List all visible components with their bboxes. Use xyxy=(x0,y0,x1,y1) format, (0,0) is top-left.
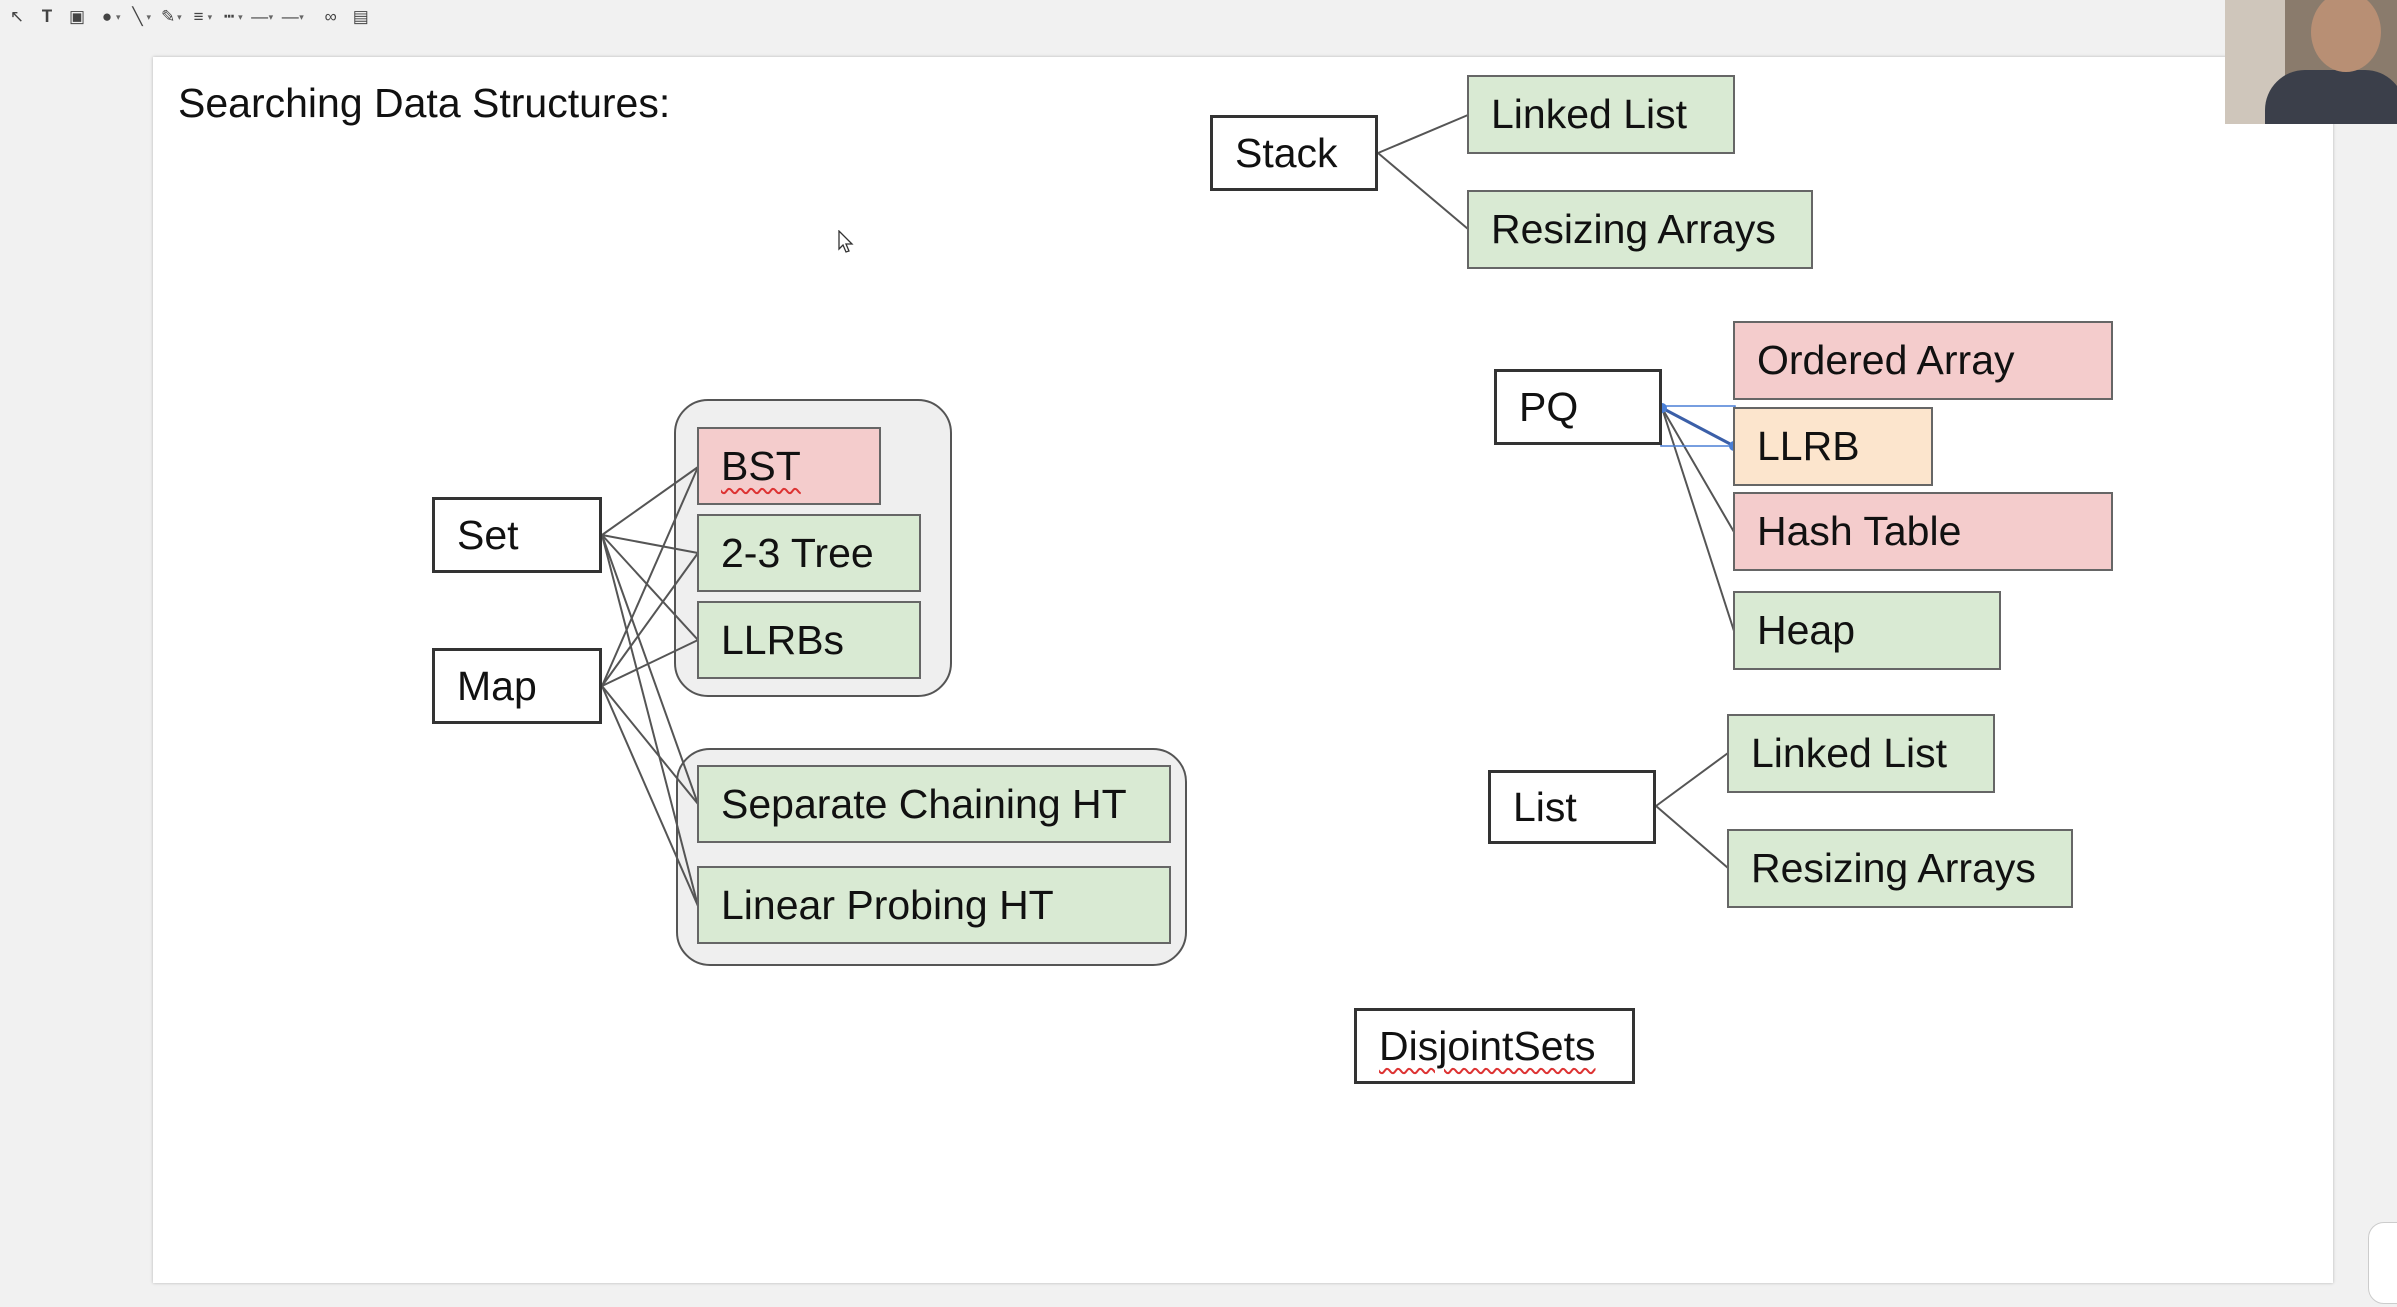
bst-box[interactable]: BST xyxy=(697,427,881,505)
stack-label: Stack xyxy=(1235,129,1338,176)
mouse-cursor-icon xyxy=(838,230,854,253)
side-panel-tab[interactable] xyxy=(2368,1222,2397,1304)
connector-line xyxy=(601,685,699,805)
connector-line xyxy=(601,639,699,687)
disjoint-sets-box[interactable]: DisjointSets xyxy=(1354,1008,1635,1084)
connector-line xyxy=(601,534,699,554)
slide-title[interactable]: Searching Data Structures: xyxy=(178,80,671,126)
pq-label: PQ xyxy=(1519,383,1579,430)
heap-label: Heap xyxy=(1757,607,1856,653)
image-icon[interactable]: ▣ xyxy=(68,7,86,26)
stack-linked-list-label: Linked List xyxy=(1491,91,1688,137)
connector-line xyxy=(601,685,699,907)
connector-line xyxy=(601,534,699,641)
list-linked-list-box[interactable]: Linked List xyxy=(1727,714,1995,793)
connector-line xyxy=(601,534,699,907)
map-label: Map xyxy=(457,662,537,709)
separate-chaining-label: Separate Chaining HT xyxy=(721,780,1127,827)
connector-line xyxy=(601,466,699,687)
line-end-icon[interactable]: — xyxy=(281,7,299,26)
list-box[interactable]: List xyxy=(1488,770,1656,844)
connector-line xyxy=(1655,752,1729,807)
pq-llrb-label: LLRB xyxy=(1757,423,1860,469)
connector-line xyxy=(601,534,699,805)
selected-line xyxy=(1657,403,1739,451)
chevron-down-icon[interactable]: ▾ xyxy=(268,11,274,22)
connector-line xyxy=(1661,407,1735,533)
bst-label: BST xyxy=(721,442,801,489)
stack-resizing-arrays-box[interactable]: Resizing Arrays xyxy=(1467,190,1813,269)
two-three-tree-label: 2-3 Tree xyxy=(721,529,874,576)
list-resizing-arrays-box[interactable]: Resizing Arrays xyxy=(1727,829,2073,908)
chevron-down-icon[interactable]: ▾ xyxy=(207,11,213,22)
border-weight-icon[interactable]: ≡ xyxy=(193,7,204,26)
list-label: List xyxy=(1513,783,1577,830)
set-label: Set xyxy=(457,511,519,558)
list-linked-list-label: Linked List xyxy=(1751,730,1948,776)
linear-probing-label: Linear Probing HT xyxy=(721,881,1054,928)
ordered-array-label: Ordered Array xyxy=(1757,337,2015,383)
connector-line xyxy=(601,552,699,687)
stack-box[interactable]: Stack xyxy=(1210,115,1378,191)
border-dash-icon[interactable]: ┅ xyxy=(224,7,235,26)
chevron-down-icon[interactable]: ▾ xyxy=(299,11,304,22)
pq-llrb-box[interactable]: LLRB xyxy=(1733,407,1933,486)
ordered-array-box[interactable]: Ordered Array xyxy=(1733,321,2113,400)
separate-chaining-box[interactable]: Separate Chaining HT xyxy=(697,765,1171,843)
chevron-down-icon[interactable]: ▾ xyxy=(116,11,121,22)
line-start-icon[interactable]: — xyxy=(251,7,269,26)
pq-box[interactable]: PQ xyxy=(1494,369,1662,445)
border-color-icon[interactable]: ✎ xyxy=(160,7,176,26)
map-box[interactable]: Map xyxy=(432,648,602,724)
webcam-video xyxy=(2225,0,2397,124)
linear-probing-box[interactable]: Linear Probing HT xyxy=(697,866,1171,944)
link-icon[interactable]: ∞ xyxy=(324,7,337,26)
llrbs-label: LLRBs xyxy=(721,616,845,663)
chevron-down-icon[interactable]: ▾ xyxy=(238,11,243,22)
disjoint-sets-label: DisjointSets xyxy=(1379,1022,1596,1069)
heap-box[interactable]: Heap xyxy=(1733,591,2001,670)
set-box[interactable]: Set xyxy=(432,497,602,573)
list-resizing-arrays-label: Resizing Arrays xyxy=(1751,845,2036,891)
chevron-down-icon[interactable]: ▾ xyxy=(177,11,182,22)
stack-resizing-arrays-label: Resizing Arrays xyxy=(1491,206,1776,252)
line-icon[interactable]: ╲ xyxy=(132,7,143,26)
text-box-icon[interactable]: 𝐓 xyxy=(41,7,53,26)
connector-line xyxy=(1377,152,1469,230)
select-arrow-icon[interactable]: ↖ xyxy=(9,7,25,26)
hash-table-box[interactable]: Hash Table xyxy=(1733,492,2113,571)
stack-linked-list-box[interactable]: Linked List xyxy=(1467,75,1735,154)
connector-line xyxy=(1655,805,1729,869)
hash-table-label: Hash Table xyxy=(1757,508,1962,554)
llrbs-box[interactable]: LLRBs xyxy=(697,601,921,679)
shape-icon[interactable]: ● xyxy=(101,7,113,26)
chevron-down-icon[interactable]: ▾ xyxy=(146,11,152,22)
connector-line xyxy=(1661,407,1735,632)
drawing-toolbar: ↖ 𝐓 ▣ ●▾ ╲▾ ✎▾ ≡▾ ┅▾ —▾ —▾ ∞ ▤ xyxy=(0,0,2397,34)
comment-icon[interactable]: ▤ xyxy=(352,7,369,26)
connector-line xyxy=(601,466,699,536)
two-three-tree-box[interactable]: 2-3 Tree xyxy=(697,514,921,592)
connector-line xyxy=(1377,114,1469,154)
